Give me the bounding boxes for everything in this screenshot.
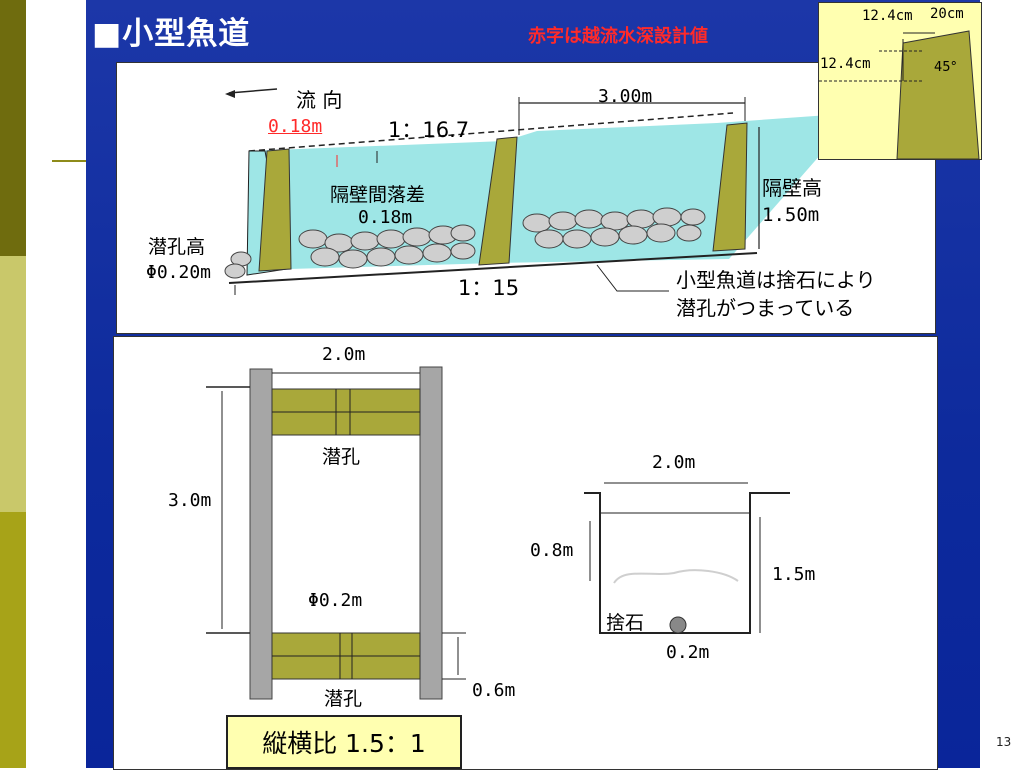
partition-wall-1 xyxy=(258,148,292,272)
plan-right-wall xyxy=(419,366,443,700)
stones-group xyxy=(224,207,706,279)
flow-arrow xyxy=(228,88,278,94)
section-height-label: 1.5m xyxy=(772,564,816,585)
hole-height-value: Φ0.20m xyxy=(146,262,212,283)
sidebar-band-light xyxy=(0,256,26,512)
wall-drop-label: 隔壁間落差 xyxy=(330,184,426,206)
wall-drop-value: 0.18m xyxy=(358,207,413,228)
inset-w2: 20cm xyxy=(930,6,964,22)
sidebar-band-olive xyxy=(0,512,26,768)
hole-label-bottom: 潜孔 xyxy=(324,688,363,710)
overflow-depth-label: 0.18m xyxy=(268,116,323,137)
plan-length-label: 3.0m xyxy=(168,490,212,511)
inset-wall xyxy=(896,30,980,160)
page-number: 13 xyxy=(996,735,1012,749)
bed-line xyxy=(228,252,758,284)
note-line-1: 小型魚道は捨石により xyxy=(676,268,876,292)
inset-angle: 45° xyxy=(934,60,958,75)
sidebar-band-dark xyxy=(0,0,26,256)
section-stone-outline xyxy=(613,569,739,584)
slope-upper-label: 1：16.7 xyxy=(388,118,470,142)
flow-arrow-head xyxy=(225,90,235,98)
section-width-label: 2.0m xyxy=(652,452,696,473)
accent-line xyxy=(52,160,88,162)
hole-diameter-label: Φ0.2m xyxy=(308,590,363,611)
aspect-ratio-box: 縦横比 1.5：1 xyxy=(226,715,462,769)
water-level-line xyxy=(248,112,734,152)
hole-height-label: 潜孔高 xyxy=(148,236,206,258)
section-depth-label: 0.8m xyxy=(530,540,574,561)
detail-inset xyxy=(818,2,982,160)
longitudinal-section-panel xyxy=(116,62,936,334)
inset-h1: 12.4cm xyxy=(820,56,871,72)
hole-label-top: 潜孔 xyxy=(322,446,361,468)
span-label: 3.00m xyxy=(598,86,653,107)
note-line-2: 潜孔がつまっている xyxy=(676,296,855,320)
longitudinal-section-diagram xyxy=(224,88,857,295)
partition-wall-2 xyxy=(478,136,518,266)
plan-and-section-panel xyxy=(113,336,938,770)
sidebar-decoration xyxy=(0,0,26,768)
wall-height-label: 隔壁高 xyxy=(762,176,822,200)
note-leader xyxy=(596,264,669,292)
flow-direction-label: 流 向 xyxy=(296,88,343,112)
plan-section-diagram xyxy=(206,366,790,700)
slide-title: ■小型魚道 xyxy=(92,16,251,52)
slope-lower-label: 1：15 xyxy=(458,276,520,300)
stone-size-label: 0.2m xyxy=(666,642,710,663)
section-outline xyxy=(584,492,790,634)
red-caption: 赤字は越流水深設計値 xyxy=(528,26,708,47)
plan-left-wall xyxy=(249,368,273,700)
water-area xyxy=(247,113,857,269)
partition-wall-3 xyxy=(712,122,748,252)
inset-w1: 12.4cm xyxy=(862,8,913,24)
wall-height-value: 1.50m xyxy=(762,204,820,226)
wall-thickness-label: 0.6m xyxy=(472,680,516,701)
stone-label: 捨石 xyxy=(606,612,645,634)
inset-diagram xyxy=(819,30,980,160)
plan-width-label: 2.0m xyxy=(322,344,366,365)
stone-icon xyxy=(669,616,687,634)
